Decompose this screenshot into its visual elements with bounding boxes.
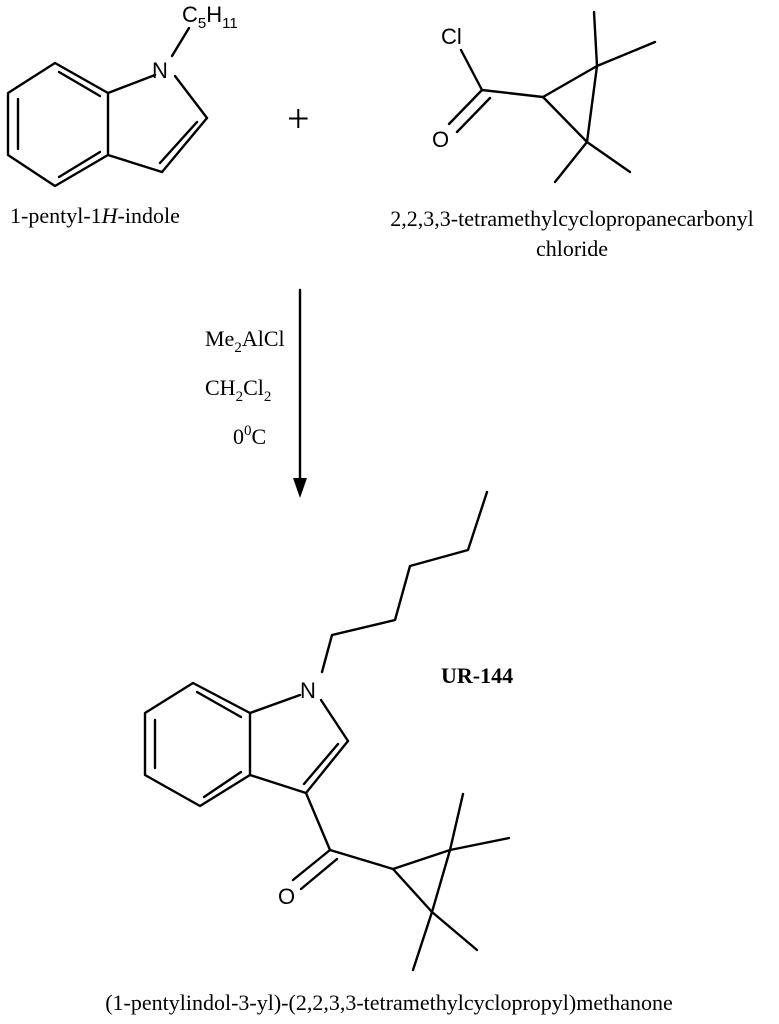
product-code: UR-144 <box>441 663 513 688</box>
bond-c7a-n <box>106 73 157 95</box>
benzene-ring <box>6 61 110 188</box>
cyclopropane-ring <box>541 64 599 144</box>
nitrogen-atom: N <box>152 58 168 83</box>
bond-c2-c3-double <box>302 742 340 786</box>
reactant-1-structure: N C5H11 <box>6 2 238 188</box>
bond-n-pentyl <box>170 26 191 58</box>
bond-n-c2 <box>319 698 350 743</box>
bond-c-cyclopropyl <box>328 848 395 871</box>
product-name: (1-pentylindol-3-yl)-(2,2,3,3-tetramethy… <box>105 990 673 1015</box>
bond-cl-c <box>459 48 484 92</box>
bond-c3-c3a <box>248 773 308 795</box>
bond-c3-carbonyl <box>304 791 332 852</box>
arrow-head <box>293 478 307 498</box>
bond-c2-c3 <box>160 116 209 174</box>
cyclopropane-ring <box>391 848 452 914</box>
bond-c-o-double <box>455 96 492 134</box>
benzene-double-bond <box>57 150 102 179</box>
product-structure: N O <box>143 490 511 972</box>
pentyl-substituent-label: C5H11 <box>182 2 238 32</box>
chlorine-atom: Cl <box>441 24 462 49</box>
oxygen-atom: O <box>278 884 295 909</box>
bond-c2-c3 <box>304 739 350 795</box>
methyl-bond <box>595 40 657 68</box>
benzene-ring <box>143 681 252 808</box>
solvent-label: CH2Cl2 <box>205 375 271 405</box>
bond-c3-c3a <box>106 153 164 174</box>
oxygen-atom: O <box>432 127 449 152</box>
reactant-2-structure: Cl O <box>432 10 657 184</box>
methyl-bond <box>585 140 632 174</box>
bond-c7a-n <box>248 693 302 715</box>
methyl-bond <box>448 836 511 852</box>
benzene-double-bond <box>195 690 243 719</box>
bond-n-c2 <box>173 74 209 120</box>
benzene-double-bond <box>202 770 243 799</box>
reaction-arrow <box>293 288 307 498</box>
benzene-double-bond <box>57 70 102 98</box>
reactant-1-name: 1-pentyl-1H-indole <box>10 203 180 228</box>
reagent-label: Me2AlCl <box>205 326 285 356</box>
nitrogen-atom: N <box>300 678 316 703</box>
temperature-label: 00C <box>233 423 266 449</box>
reactant-2-name-line1: 2,2,3,3-tetramethylcyclopropanecarbonyl <box>390 206 753 231</box>
bond-c-o <box>447 88 484 126</box>
bond-c2-c3-double <box>158 120 199 165</box>
methyl-bond <box>411 910 434 972</box>
methyl-bond <box>430 910 479 952</box>
reactant-2-name-line2: chloride <box>536 236 608 261</box>
bond-c-cyclopropyl <box>480 88 545 99</box>
pentyl-chain <box>320 490 489 674</box>
methyl-bond <box>448 792 465 852</box>
methyl-bond <box>553 140 589 184</box>
bond-c-o-double <box>299 857 339 891</box>
plus-sign: + <box>287 96 310 141</box>
methyl-bond <box>592 10 599 68</box>
bond-c-o <box>291 848 332 882</box>
